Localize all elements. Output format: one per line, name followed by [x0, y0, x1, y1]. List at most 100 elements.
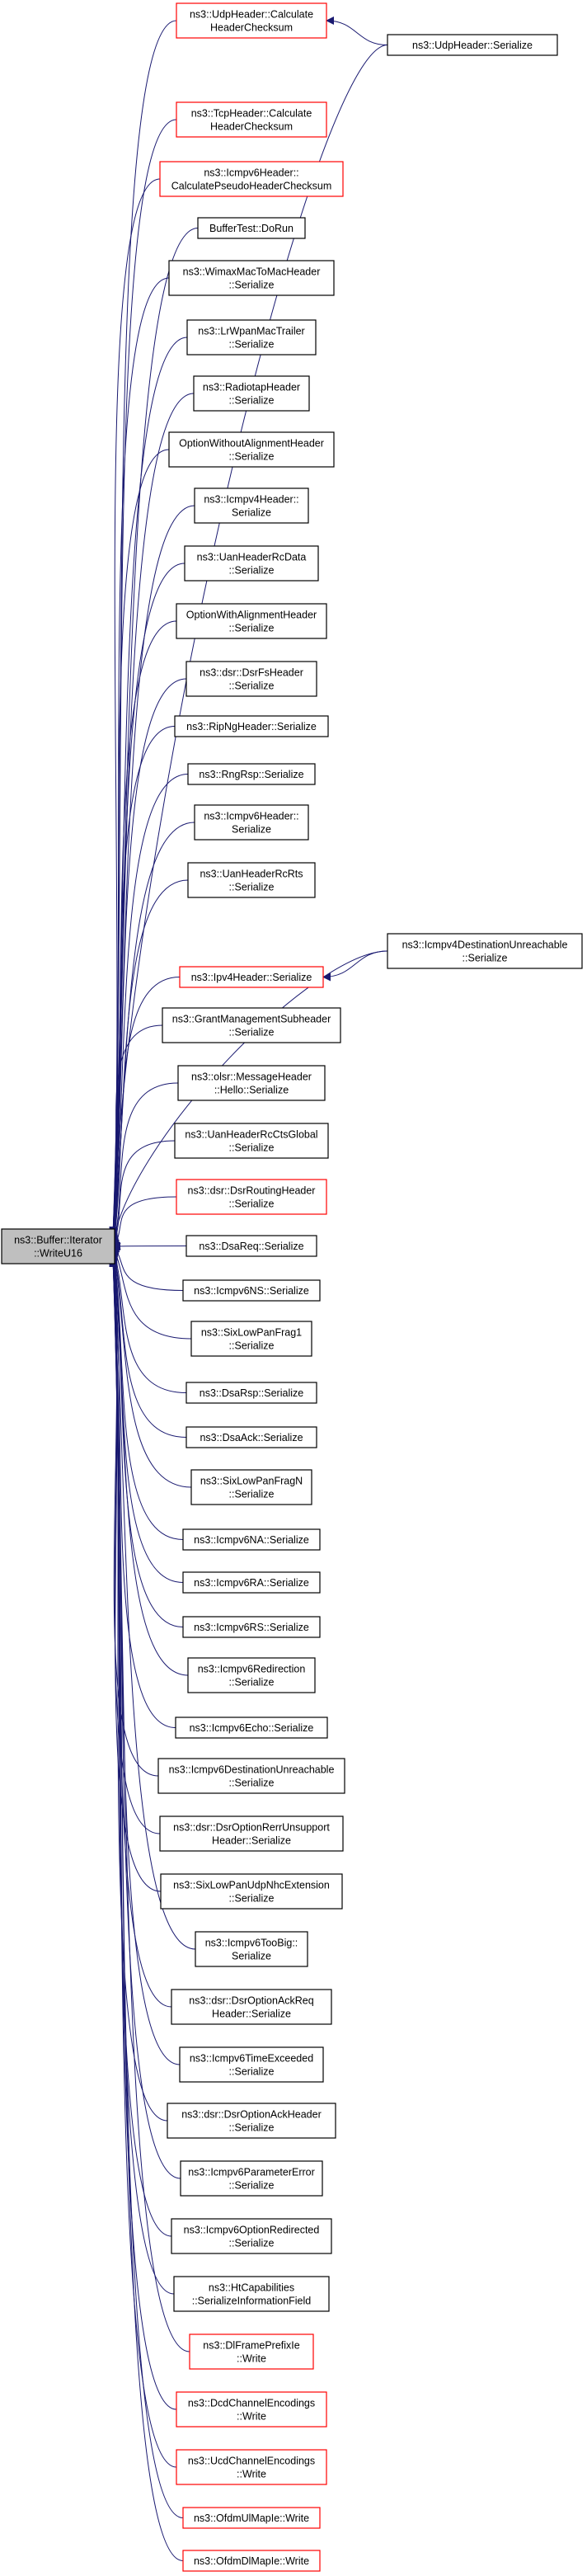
node-box [176, 2391, 327, 2428]
node-box [171, 1989, 332, 2025]
node-icmpv6rs[interactable]: ns3::Icmpv6RS::Serialize [182, 1616, 321, 1638]
node-label-line: CalculatePseudoHeaderChecksum [171, 181, 332, 192]
node-ofdmulmap[interactable]: ns3::OfdmUlMapIe::Write [182, 2507, 321, 2529]
node-icmpv6-calcpseudo[interactable]: ns3::Icmpv6Header::CalculatePseudoHeader… [159, 161, 344, 197]
node-icmpv6timeexceeded[interactable]: ns3::Icmpv6TimeExceeded::Serialize [179, 2046, 324, 2083]
edge-icmpv6na-to-writeu16 [110, 1248, 184, 1540]
node-ripng[interactable]: ns3::RipNgHeader::Serialize [174, 715, 329, 737]
node-dsr-ackreq[interactable]: ns3::dsr::DsrOptionAckReqHeader::Seriali… [171, 1989, 332, 2025]
node-dsr-rerr-unsupport[interactable]: ns3::dsr::DsrOptionRerrUnsupportHeader::… [159, 1815, 344, 1852]
node-icmpv4-destunreach[interactable]: ns3::Icmpv4DestinationUnreachable::Seria… [387, 933, 583, 969]
node-box [174, 1123, 329, 1159]
node-box [184, 545, 319, 582]
node-lrwpan-trailer[interactable]: ns3::LrWpanMacTrailer::Serialize [186, 319, 317, 356]
node-icmpv6optredirected[interactable]: ns3::Icmpv6OptionRedirected::Serialize [171, 2218, 332, 2254]
edge-uan-rcrts-to-writeu16 [110, 879, 189, 1244]
node-uan-ctsglobal[interactable]: ns3::UanHeaderRcCtsGlobal::Serialize [174, 1123, 329, 1159]
edge-icmpv6redirection-to-writeu16 [110, 1250, 189, 1676]
node-box [167, 2103, 336, 2139]
node-icmpv6header[interactable]: ns3::Icmpv6Header::Serialize [194, 804, 309, 841]
node-box [176, 1179, 327, 1215]
node-box [182, 1279, 321, 1302]
node-sixlowpan-fragn[interactable]: ns3::SixLowPanFragN::Serialize [190, 1469, 312, 1505]
node-label-line: ns3::Icmpv6NS::Serialize [194, 1285, 309, 1297]
node-rngrsp[interactable]: ns3::RngRsp::Serialize [187, 763, 316, 785]
node-ucdchannel[interactable]: ns3::UcdChannelEncodings::Write [176, 2449, 327, 2485]
node-label-line: ns3::UanHeaderRcCtsGlobal [185, 1129, 317, 1141]
node-htcapabilities[interactable]: ns3::HtCapabilities::SerializeInformatio… [173, 2276, 330, 2312]
node-dsaack[interactable]: ns3::DsaAck::Serialize [185, 1426, 317, 1448]
node-box [194, 804, 309, 841]
node-opt-align[interactable]: OptionWithAlignmentHeader::Serialize [176, 603, 327, 639]
node-label-line: ns3::DsaAck::Serialize [200, 1432, 303, 1443]
node-label-line: ns3::RipNgHeader::Serialize [186, 721, 317, 732]
node-uan-rcdata[interactable]: ns3::UanHeaderRcData::Serialize [184, 545, 319, 582]
node-icmpv6-destunreach[interactable]: ns3::Icmpv6DestinationUnreachable::Seria… [157, 1758, 345, 1794]
node-label-line: ::Write [237, 2353, 266, 2365]
node-olsr-hello[interactable]: ns3::olsr::MessageHeader::Hello::Seriali… [177, 1065, 326, 1101]
node-icmpv6echo[interactable]: ns3::Icmpv6Echo::Serialize [175, 1717, 328, 1739]
node-icmpv6ra[interactable]: ns3::Icmpv6RA::Serialize [182, 1571, 321, 1594]
node-box [185, 661, 317, 697]
node-sixlowpan-frag1[interactable]: ns3::SixLowPanFrag1::Serialize [190, 1321, 312, 1357]
node-label-line: ns3::SixLowPanUdpNhcExtension [173, 1880, 330, 1891]
node-label-line: ::Serialize [229, 2180, 275, 2192]
node-dsr-ackheader[interactable]: ns3::dsr::DsrOptionAckHeader::Serialize [167, 2103, 336, 2139]
node-writeu16[interactable]: ns3::Buffer::Iterator::WriteU16 [1, 1228, 115, 1264]
node-label-line: ::WriteU16 [34, 1248, 82, 1260]
node-icmpv6toobig[interactable]: ns3::Icmpv6TooBig::Serialize [195, 1931, 308, 1967]
node-label-line: ::Serialize [229, 2066, 275, 2078]
edge-sixlowpan-frag1-to-writeu16 [112, 1246, 192, 1340]
node-ipv4header[interactable]: ns3::Ipv4Header::Serialize [179, 966, 324, 988]
edge-dlframeprefix-to-writeu16 [109, 1256, 190, 2352]
node-box [179, 2046, 324, 2083]
edge-ofdmdlmap-to-writeu16 [109, 1258, 184, 2561]
node-icmpv4header[interactable]: ns3::Icmpv4Header::Serialize [194, 487, 309, 524]
node-buffertest-dorun[interactable]: BufferTest::DoRun [197, 217, 306, 239]
node-label-line: ns3::Icmpv4Header:: [204, 494, 298, 506]
node-box [177, 1065, 326, 1101]
node-uan-rcrts[interactable]: ns3::UanHeaderRcRts::Serialize [187, 862, 316, 898]
node-label-line: ::Serialize [229, 623, 275, 634]
edge-ripng-to-writeu16 [109, 726, 176, 1242]
node-ofdmdlmap[interactable]: ns3::OfdmDlMapIe::Write [182, 2550, 321, 2572]
node-wimax-mac2mac[interactable]: ns3::WimaxMacToMacHeader::Serialize [168, 260, 335, 296]
node-sixlowpan-udpnhc[interactable]: ns3::SixLowPanUdpNhcExtension::Serialize [160, 1873, 343, 1910]
node-label-line: ns3::dsr::DsrOptionAckHeader [181, 2109, 322, 2121]
edge-olsr-hello-to-writeu16 [110, 1082, 179, 1246]
node-box [168, 260, 335, 296]
node-box [185, 1382, 317, 1404]
node-icmpv6ns[interactable]: ns3::Icmpv6NS::Serialize [182, 1279, 321, 1302]
node-icmpv6redirection[interactable]: ns3::Icmpv6Redirection::Serialize [187, 1657, 316, 1693]
node-dsarsp[interactable]: ns3::DsaRsp::Serialize [185, 1382, 317, 1404]
edge-dsaack-to-writeu16 [110, 1247, 187, 1438]
edge-ipv4header-to-writeu16 [110, 977, 181, 1245]
node-dlframeprefix[interactable]: ns3::DlFramePrefixIe::Write [189, 2333, 314, 2370]
node-label-line: ns3::Icmpv6RA::Serialize [194, 1577, 309, 1589]
node-label-line: ::Serialize [229, 1027, 275, 1038]
node-dsareq[interactable]: ns3::DsaReq::Serialize [185, 1235, 317, 1257]
node-udp-serialize[interactable]: ns3::UdpHeader::Serialize [387, 34, 558, 56]
node-label-line: ::Serialize [229, 451, 275, 463]
node-box [182, 1571, 321, 1594]
node-box [175, 1717, 328, 1739]
node-opt-noalign[interactable]: OptionWithoutAlignmentHeader::Serialize [168, 431, 335, 468]
node-box [1, 1228, 115, 1264]
node-icmpv6na[interactable]: ns3::Icmpv6NA::Serialize [182, 1528, 321, 1551]
node-dsr-routing[interactable]: ns3::dsr::DsrRoutingHeader::Serialize [176, 1179, 327, 1215]
node-icmpv6paramerror[interactable]: ns3::Icmpv6ParameterError::Serialize [180, 2160, 323, 2197]
edge-udp-calc-to-writeu16 [109, 20, 177, 1236]
node-grantmgmt[interactable]: ns3::GrantManagementSubheader::Serialize [162, 1007, 341, 1043]
node-label-line: ns3::dsr::DsrOptionRerrUnsupport [173, 1822, 330, 1834]
node-dcdchannel[interactable]: ns3::DcdChannelEncodings::Write [176, 2391, 327, 2428]
edge-sixlowpan-fragn-to-writeu16 [110, 1247, 192, 1488]
node-box [179, 966, 324, 988]
node-label-line: ::Serialize [229, 1199, 275, 1210]
node-box [185, 1235, 317, 1257]
node-label-line: ns3::Icmpv6OptionRedirected [184, 2225, 320, 2236]
node-dsr-fs[interactable]: ns3::dsr::DsrFsHeader::Serialize [185, 661, 317, 697]
node-box [180, 2160, 323, 2197]
node-radiotap[interactable]: ns3::RadiotapHeader::Serialize [193, 375, 310, 412]
